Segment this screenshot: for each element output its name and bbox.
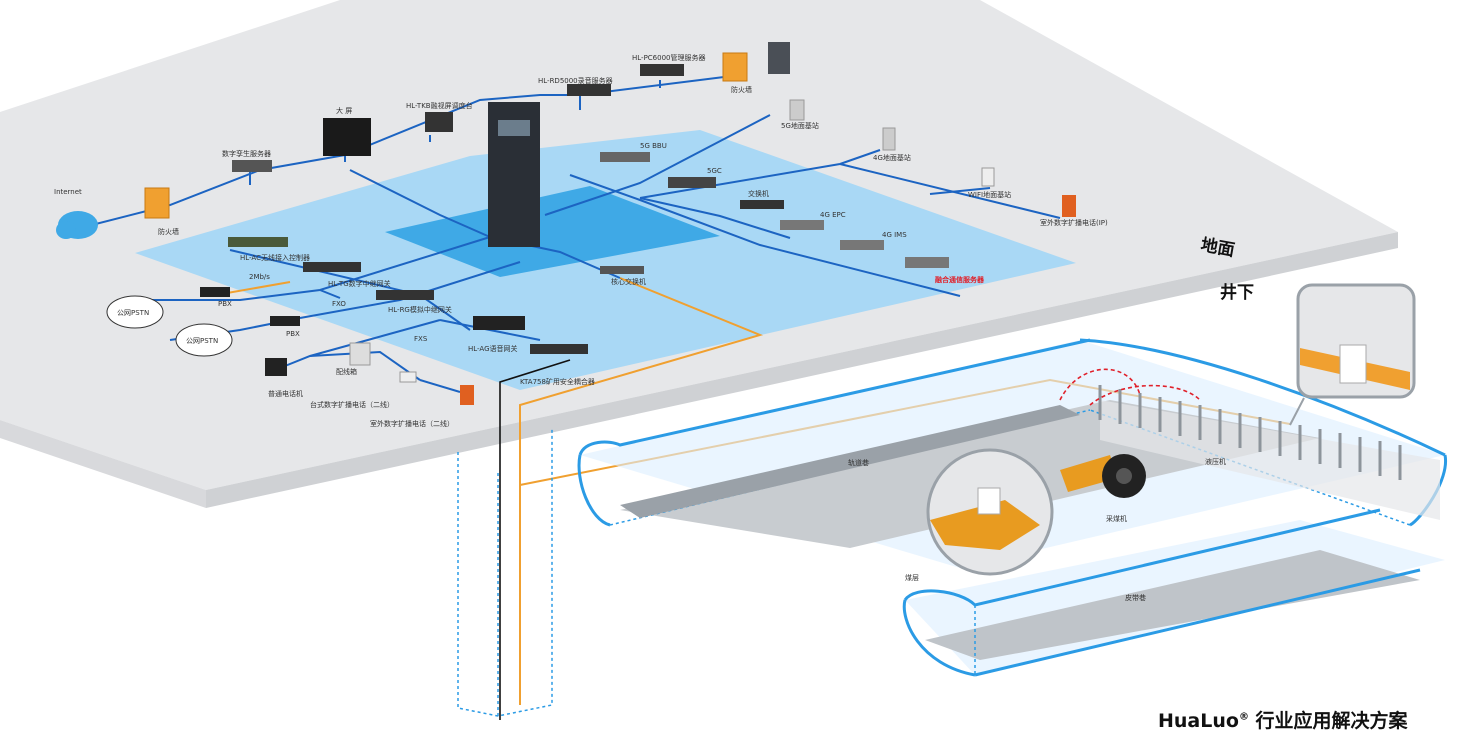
label-pstn1: 公网PSTN — [117, 309, 149, 317]
label-firewall-right: 防火墙 — [731, 85, 752, 94]
core-zone — [385, 186, 720, 277]
label-desk-phone: 台式数字扩播电话（二线） — [310, 400, 394, 409]
label-twin-server: 数字孪生服务器 — [222, 149, 271, 158]
rd5000-server-icon — [567, 84, 611, 96]
ground-platform-edge — [206, 232, 1398, 508]
signal-arcs — [1059, 368, 1201, 406]
label-ac-controller: HL-AC无线接入控制器 — [240, 253, 310, 262]
label-track-lane: 轨道巷 — [848, 458, 869, 467]
outdoor-two-wire-icon — [460, 385, 474, 405]
brand-tagline: 行业应用解决方案 — [1248, 710, 1408, 732]
ground-4g-icon — [882, 127, 896, 151]
big-screen-icon — [323, 118, 371, 156]
label-pbx1: PBX — [218, 300, 232, 308]
ag-gateway-icon — [473, 316, 525, 330]
label-rd5000: HL-RD5000录音服务器 — [538, 76, 613, 85]
device-callout-left — [926, 448, 1054, 576]
label-fxo: FXO — [332, 300, 346, 308]
kta-coupler-icon — [530, 344, 588, 354]
label-tg-gateway: HL-TG数字中继网关 — [328, 279, 391, 288]
console-icon — [425, 112, 453, 132]
ground-platform-side — [0, 420, 206, 508]
label-ground-4g: 4G地面基站 — [873, 153, 911, 162]
belt-tunnel — [902, 508, 1445, 677]
switch-icon — [740, 200, 784, 209]
firewall-icon — [144, 187, 170, 219]
label-underground: 井下 — [1220, 282, 1254, 303]
ac-controller-icon — [228, 237, 288, 247]
label-outdoor-ip: 室外数字扩播电话(IP) — [1040, 218, 1108, 227]
brand-mark: ® — [1238, 711, 1249, 723]
label-switch: 交换机 — [748, 189, 769, 198]
pstn2-cloud-icon — [175, 323, 233, 357]
phone-icon — [265, 358, 287, 376]
pstn1-cloud-icon — [106, 295, 164, 329]
label-pbx2: PBX — [286, 330, 300, 338]
label-firewall-left: 防火墙 — [158, 227, 179, 236]
network-zone — [135, 130, 1076, 390]
shaft-cable — [499, 359, 571, 720]
tg-gateway-icon — [303, 262, 361, 272]
epc-4g-icon — [780, 220, 824, 230]
label-bbu-5g: 5G BBU — [640, 142, 667, 150]
core-5gc-icon — [668, 177, 716, 188]
label-big-screen: 大 屏 — [336, 106, 352, 115]
label-core-switch: 核心交换机 — [611, 277, 646, 286]
mine-shaft — [457, 428, 553, 717]
label-fusion-server: 融合通信服务器 — [935, 275, 985, 284]
label-tkb-console: HL-TKB融视屏调度台 — [406, 101, 473, 110]
label-epc-4g: 4G EPC — [820, 211, 846, 219]
label-outdoor-two: 室外数字扩播电话（二线） — [370, 419, 454, 428]
cabinet-screen-icon — [498, 120, 530, 136]
label-wifi-ground: WIFI地面基站 — [968, 190, 1011, 199]
label-kta: KTA758矿用安全耦合器 — [520, 377, 595, 386]
firewall-right-icon — [722, 52, 748, 82]
label-2mbs: 2Mb/s — [249, 273, 270, 281]
cloud-icon — [56, 211, 98, 239]
wifi-ground-icon — [981, 167, 995, 187]
ground-5g-icon — [789, 99, 805, 121]
distribution-box-icon — [349, 342, 371, 366]
shearer-machine — [1060, 454, 1146, 498]
label-rg-gateway: HL-RG模拟中继网关 — [388, 305, 452, 314]
desk-phone-icon — [399, 371, 417, 383]
outdoor-ip-phone-icon — [1062, 195, 1076, 217]
label-belt-lane: 皮带巷 — [1125, 593, 1146, 602]
pc6000-server-icon — [640, 64, 684, 76]
label-ims-4g: 4G IMS — [882, 231, 907, 239]
building-icon — [768, 42, 790, 74]
label-distribution: 配线箱 — [336, 367, 357, 376]
label-hydraulic: 液压机 — [1205, 457, 1226, 466]
pbx1-icon — [200, 287, 230, 297]
label-shearer: 采煤机 — [1106, 514, 1127, 523]
label-fxs: FXS — [414, 335, 428, 343]
ims-4g-icon — [840, 240, 884, 250]
label-coal-seam: 煤层 — [905, 573, 919, 582]
device-callout-right — [1289, 283, 1416, 426]
label-pc6000: HL-PC6000管理服务器 — [632, 53, 706, 62]
brand-name: HuaLuo — [1158, 710, 1239, 732]
bbu-5g-icon — [600, 152, 650, 162]
label-internet: Internet — [54, 188, 82, 196]
brand-footer: HuaLuo® 行业应用解决方案 — [1158, 706, 1408, 733]
fusion-server-icon — [905, 257, 949, 268]
label-pstn2: 公网PSTN — [186, 337, 218, 345]
pbx2-icon — [270, 316, 300, 326]
twin-server-icon — [232, 160, 272, 172]
label-core-5gc: 5GC — [707, 167, 722, 175]
hydraulic-supports — [1098, 385, 1402, 480]
rg-gateway-icon — [376, 290, 434, 300]
label-ground-5g: 5G地面基站 — [781, 121, 819, 130]
label-phone: 普通电话机 — [268, 389, 303, 398]
label-ag-gateway: HL-AG语音网关 — [468, 344, 518, 353]
core-switch-icon — [600, 266, 644, 274]
